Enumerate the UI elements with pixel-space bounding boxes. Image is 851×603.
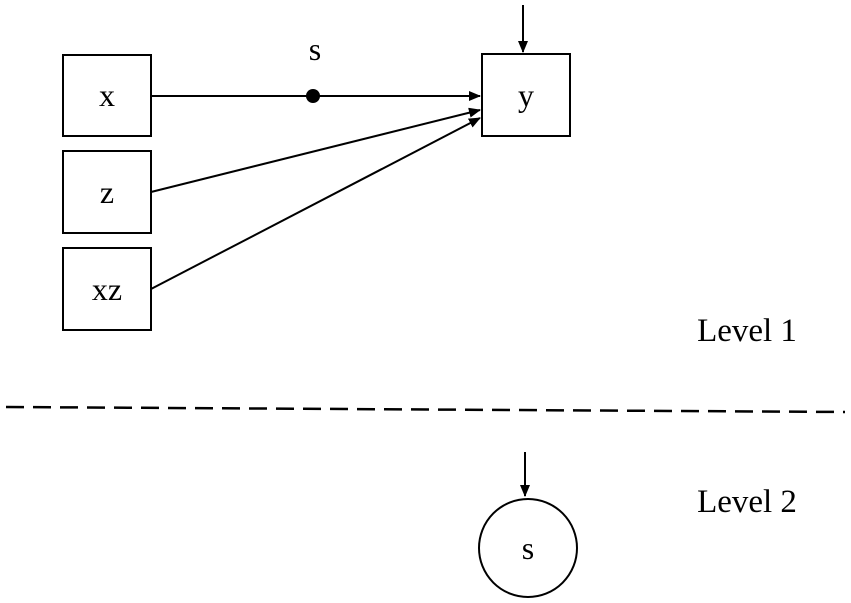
level-divider — [5, 405, 846, 414]
latent-node-s-label: s — [522, 530, 534, 566]
node-y: y — [481, 53, 571, 137]
path-z-to-y — [150, 107, 481, 193]
level-2-label: Level 2 — [697, 484, 797, 520]
node-x-label: x — [99, 77, 115, 113]
node-xz: xz — [62, 247, 152, 331]
node-xz-label: xz — [92, 271, 122, 307]
node-z: z — [62, 150, 152, 234]
level-1-label: Level 1 — [697, 313, 797, 349]
node-y-label: y — [518, 77, 534, 113]
latent-node-s: s — [478, 498, 578, 598]
random-slope-dot — [306, 89, 320, 103]
node-z-label: z — [100, 174, 114, 210]
path-xz-to-y — [150, 117, 481, 290]
node-x: x — [62, 54, 152, 137]
random-slope-label: s — [309, 31, 321, 67]
